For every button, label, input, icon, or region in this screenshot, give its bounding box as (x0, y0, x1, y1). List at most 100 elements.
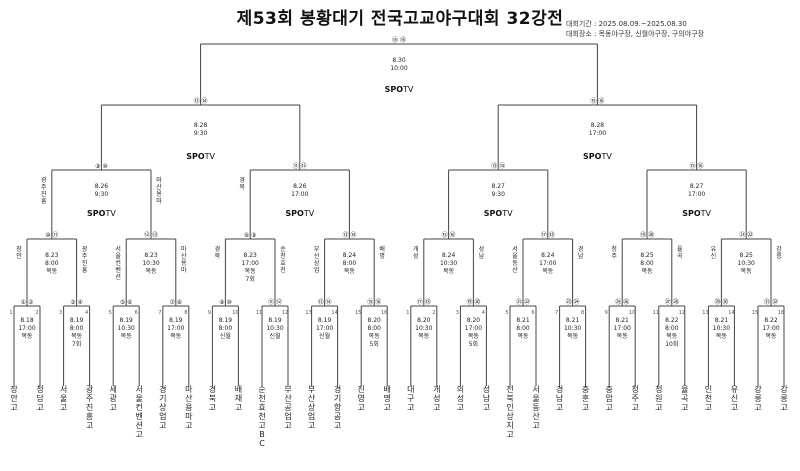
team-name: 남 (483, 394, 491, 403)
match-id: ③ ④ (70, 299, 83, 306)
team-name: 고 (209, 403, 216, 412)
match-date: 8.21 (616, 317, 630, 324)
team-name: 고 (655, 403, 662, 412)
advancing-team: 광 (82, 246, 88, 253)
team-name: 벤 (136, 411, 143, 421)
advancing-team: 경 (578, 246, 584, 253)
broadcaster-logo: SPOTV (583, 152, 612, 161)
advancing-team: 진 (41, 190, 47, 198)
team-name: 경 (159, 384, 166, 394)
advancing-team: 천 (280, 266, 286, 274)
team-name: 고 (506, 430, 513, 439)
seed-number: 4 (482, 310, 485, 316)
team-name: 주 (86, 394, 93, 403)
match-time: 8:00 (70, 325, 84, 332)
advancing-team: 성 (479, 245, 485, 253)
seed-number: 14 (728, 310, 734, 316)
seed-number: 16 (778, 310, 784, 316)
match-time: 9:30 (95, 191, 109, 198)
match-venue: 신월 (319, 332, 330, 340)
match-time: 17:00 (688, 191, 705, 198)
team-name: 공 (284, 403, 291, 412)
team-name: 배 (384, 385, 391, 394)
advancing-team: 마 (156, 176, 162, 184)
match-time: 17:00 (614, 325, 631, 332)
advancing-team: 마 (156, 197, 162, 205)
match-venue: 목동 (741, 268, 753, 275)
team-name: 고 (159, 421, 166, 430)
seed-number: 10 (629, 310, 635, 316)
match-venue: 목동 (517, 333, 529, 340)
advancing-team: 마 (181, 266, 187, 274)
match-time: 10:30 (415, 325, 432, 332)
match-id: ⑬ ⑭ (318, 298, 332, 306)
team-name: 상 (308, 402, 316, 412)
team-name: 순 (258, 385, 265, 394)
match-time: 9:30 (194, 130, 208, 137)
team-name: 광 (110, 393, 118, 403)
team-name: 릉 (754, 394, 761, 403)
team-name: 재 (235, 394, 242, 403)
match-id: ㉑ ㉒ (739, 231, 753, 239)
broadcaster-logo: SPOTV (87, 209, 116, 218)
team-name: 공 (334, 412, 341, 421)
match-time: 8:00 (343, 260, 357, 267)
seed-number: 9 (208, 310, 211, 316)
match-venue: 목동 (145, 268, 157, 275)
seed-number: 11 (653, 310, 659, 316)
team-name: 경 (334, 384, 341, 394)
advancing-team: 안 (16, 252, 22, 260)
team-name: 고 (284, 421, 291, 430)
match-id: ⑮ ⑯ (392, 36, 406, 44)
advancing-team: 성 (413, 252, 419, 260)
team-name: 인 (506, 402, 513, 412)
advancing-team: 상 (314, 259, 320, 267)
seed-number: 2 (432, 310, 435, 316)
team-name: 북 (209, 394, 216, 403)
team-name: 안 (10, 393, 18, 403)
team-name: 고 (308, 421, 315, 430)
match-id: ⑧ ⑨ (244, 232, 257, 239)
advancing-team: 주 (611, 253, 617, 260)
team-name: B (259, 430, 265, 439)
seed-number: 13 (702, 310, 708, 316)
page-title: 제53회 봉황대기 전국고교야구대회 32강전 (236, 9, 564, 29)
team-name: 대 (407, 385, 414, 394)
team-name: 지 (506, 421, 513, 430)
advancing-team: 주 (41, 184, 47, 191)
team-name: 주 (632, 394, 639, 403)
match-date: 8.19 (219, 317, 233, 324)
seed-number: 6 (531, 310, 534, 316)
team-name: 고 (731, 403, 738, 412)
match-id: ⑨ ⑩ (219, 299, 232, 306)
team-name: 션 (136, 420, 143, 430)
team-name: 구 (407, 394, 414, 403)
match-date: 8.25 (640, 252, 654, 259)
match-time: 10:00 (390, 65, 407, 72)
match-date: 8.23 (244, 252, 258, 259)
match-date: 8.21 (566, 317, 580, 324)
match-id: ⑦ ⑧ (169, 299, 182, 306)
team-name: C (259, 439, 265, 448)
match-time: 17:00 (167, 325, 184, 332)
advancing-team: 명 (379, 252, 385, 260)
team-name: 광 (86, 384, 94, 394)
seed-number: 7 (158, 310, 161, 316)
team-name: 동 (532, 403, 539, 412)
team-name: 고 (10, 403, 17, 412)
team-name: 고 (457, 403, 464, 412)
team-name: 고 (258, 421, 265, 430)
advancing-team: 순 (280, 246, 286, 253)
seed-number: 7 (555, 310, 558, 316)
match-venue: 목동 (542, 268, 554, 275)
advancing-team: 릉 (776, 253, 782, 260)
seed-number: 1 (9, 310, 12, 316)
match-time: 17:00 (291, 191, 308, 198)
advancing-team: 산 (512, 266, 518, 274)
team-name: 상 (506, 411, 514, 421)
advancing-team: 용 (181, 260, 187, 267)
seed-number: 3 (456, 310, 459, 316)
match-date: 8.24 (541, 252, 555, 259)
team-name: 산 (284, 393, 292, 403)
match-id: ⑮ ⑯ (690, 162, 704, 170)
